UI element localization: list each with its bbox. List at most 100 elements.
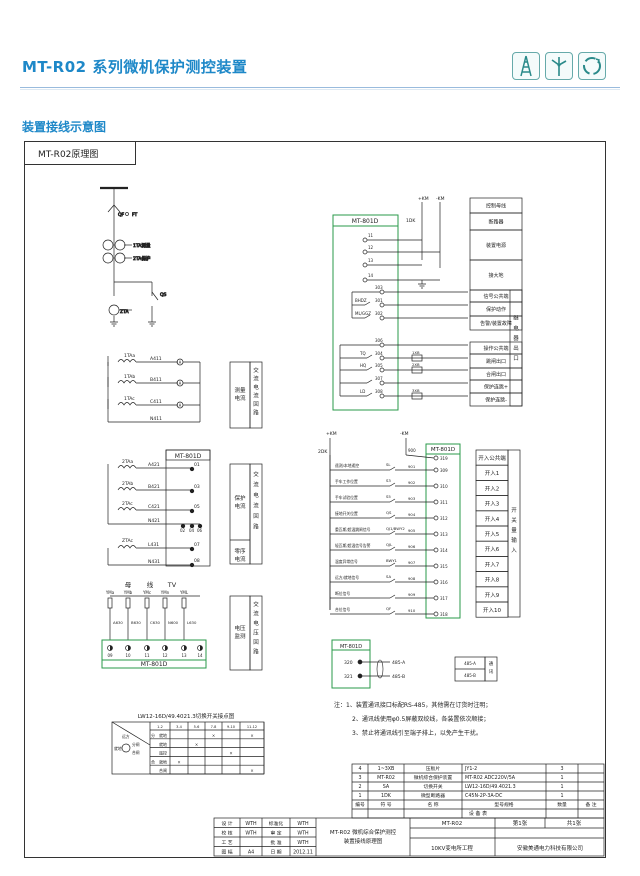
label: 手车试验位置 [335,495,358,500]
label: 01 [194,462,200,468]
terminal [189,546,195,552]
label: 1-2 [157,725,163,729]
label: 就地 [159,741,167,747]
terminal [433,483,439,489]
label: BHDZ [355,298,367,303]
label: 4 [358,766,361,772]
label: JY1-2 [464,766,477,772]
control-circuit: MT-801D+KM-KM1DK11121314303301BHDZ302ML/… [332,196,523,411]
label: 11 [144,653,150,658]
label: 开入4 [485,516,500,523]
label: 电 [253,491,259,499]
label: TQ [359,351,366,356]
label: 路 [253,648,259,656]
ct-winding [117,465,137,469]
header-divider [20,87,620,88]
terminal [362,249,368,255]
label: 就地 [114,746,122,751]
label: 02 [180,528,186,533]
label: 1TAc [124,396,135,402]
label: -KM [400,431,409,437]
wire [389,610,396,615]
label: 编号 [355,801,365,808]
label: 04 [189,528,195,533]
wire [389,466,396,471]
tv-box [229,595,251,671]
knob-icon [121,743,131,753]
label: 2XB [412,362,420,367]
label: 904 [408,512,416,517]
terminal-fill [200,645,203,651]
terminal [379,315,385,321]
label: +KM [418,196,429,202]
frame-label: MT-R02原理图 [24,141,136,165]
label: 路 [253,409,259,417]
terminal [357,673,363,679]
press-plate [411,392,423,400]
label: 批 准 [270,839,281,846]
label: 备 注 [585,801,596,808]
tv-device [101,639,207,669]
label: 317 [440,596,448,601]
label: C45N-2P-3A-DC [465,793,503,799]
label: QF [118,212,125,218]
label: 压板片 [426,765,441,772]
terminal-fill [128,645,131,651]
label: 保护 [234,494,246,502]
label: 306 [375,338,383,343]
ground-icon [418,283,426,289]
label: 名 称 [427,801,438,808]
label: N421 [148,518,160,524]
label: 测量 [234,386,246,394]
terminal-fill [165,645,168,651]
wire [364,301,371,306]
device-box [331,639,371,689]
label: 305 [375,363,383,368]
label: 保护连跳- [485,397,507,404]
label: 485-B [464,673,476,678]
label: 开入8 [485,577,500,584]
terminal [433,579,439,585]
label: 1DK [406,218,416,224]
label: MT-801D [431,447,455,453]
label: LW12-16D/49.4021.3 [465,784,516,790]
label: 3-4 [176,725,182,729]
label: 电压 [234,624,246,632]
label: YMn [160,590,170,595]
label: 校 核 [221,830,232,837]
label: B421 [148,484,160,490]
label: 电流 [234,394,246,402]
drawing-frame [24,141,606,858]
label: 910 [408,608,416,613]
label: A630 [113,620,123,625]
label: 10KV变电所工程 [431,844,473,852]
tv-box [249,595,263,671]
label: WTH [297,831,309,837]
label: 信号公共端 [483,293,508,300]
wire [113,204,121,213]
terminal [379,342,385,348]
label: MT-R02 [442,821,462,827]
terminal [379,289,385,295]
label: 设 计 [221,820,232,827]
label: × [250,733,253,738]
fuse [144,597,150,609]
label: 重瓦斯/超温跳闸信号 [335,527,371,532]
label: 开入5 [485,531,500,538]
label: 接大地 [488,272,503,279]
label: A [179,360,182,365]
label: 回 [253,639,259,646]
label: 908 [408,576,416,581]
wire [366,379,373,384]
label: 2TAb [122,481,133,487]
label: 320 [344,660,353,666]
terminal [433,467,439,473]
label: WTH [245,831,257,837]
label: L431 [148,542,159,548]
ground-icon [148,321,156,327]
